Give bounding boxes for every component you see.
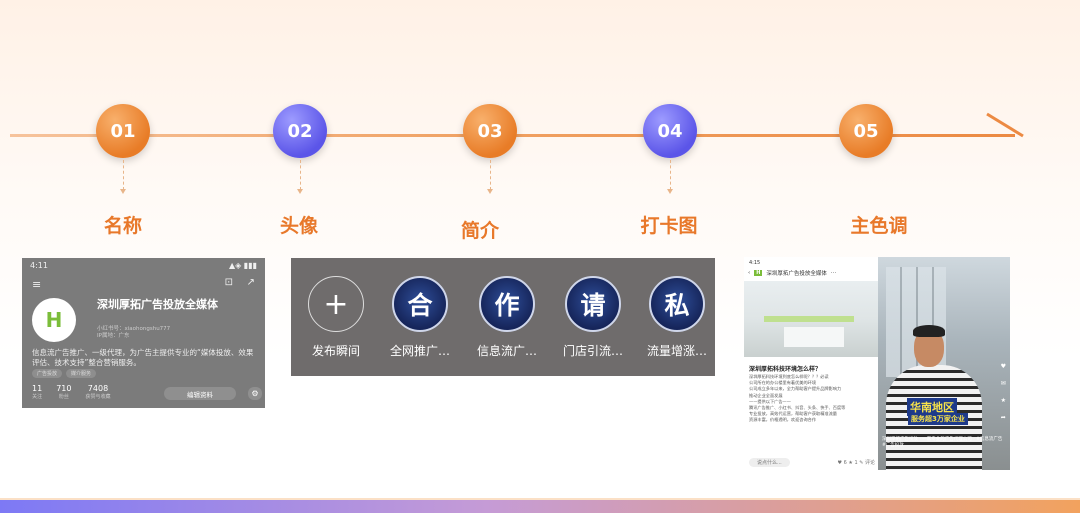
status-icons: ▲◈ ▮▮▮ xyxy=(228,261,257,270)
share-icon[interactable]: ➦ xyxy=(1000,414,1006,421)
article-footer: 说点什么... ♥ 6 ★ 1 ✎ 评论 xyxy=(749,458,875,467)
highlight-item[interactable]: 合 全网推广… xyxy=(380,276,460,359)
highlight-avatar: 合 xyxy=(392,276,448,332)
article-title: 深圳厚拓科技环境怎么样？ xyxy=(749,366,822,373)
step-05-circle: 05 xyxy=(839,104,893,158)
step-02-label: 头像 xyxy=(279,215,318,237)
brand-color-video-screenshot: 华南地区 服务超3万家企业 ♥ ✉ ★ ➦ 深圳厚拓广告投放 · 一家专业的广告… xyxy=(878,257,1010,470)
settings-icon[interactable]: ⚙ xyxy=(248,387,262,400)
back-icon[interactable]: ‹ xyxy=(748,270,751,276)
footer-gradient-bar xyxy=(0,498,1080,513)
like-icon[interactable]: ♥ xyxy=(1000,363,1006,370)
office-photo xyxy=(744,281,878,357)
highlight-publish[interactable]: + 发布瞬间 xyxy=(296,276,376,359)
profile-tags: 广告投放 媒介服务 xyxy=(32,369,97,378)
profile-stats: 11 关注 710 粉丝 7408 获赞与收藏 xyxy=(32,384,110,400)
step-05-label: 主色调 xyxy=(850,215,908,237)
step-04-circle: 04 xyxy=(643,104,697,158)
stat-num: 710 xyxy=(56,384,72,393)
step-03-circle: 03 xyxy=(463,104,517,158)
comment-icon[interactable]: ✉ xyxy=(1000,380,1006,387)
video-caption-main: 华南地区 xyxy=(907,398,957,416)
share-icon[interactable]: ↗ xyxy=(246,277,255,288)
video-side-actions: ♥ ✉ ★ ➦ xyxy=(1001,363,1006,421)
article-body: 深圳厚拓科技环境到底怎么样呢？？？必读 公司所在的办公楼里有着优美的环境 公司成… xyxy=(749,374,846,423)
step-03-connector xyxy=(487,160,493,194)
step-02-connector xyxy=(297,160,303,194)
stat-label: 获赞与收藏 xyxy=(85,394,111,400)
video-caption-sub: 服务超3万家企业 xyxy=(908,413,968,425)
highlight-label: 信息流广… xyxy=(476,344,537,358)
highlight-label: 流量增涨… xyxy=(646,344,707,358)
checkin-article-screenshot: 4:15 ‹ H 深圳厚拓广告投放全媒体 ⋯ 深圳厚拓科技环境怎么样？ 深圳厚拓… xyxy=(744,257,878,470)
profile-tag[interactable]: 媒介服务 xyxy=(66,369,97,378)
avatar-highlights-panel: + 发布瞬间 合 全网推广… 作 信息流广… 请 门店引流… 私 流量增涨… xyxy=(291,258,715,376)
step-02-circle: 02 xyxy=(273,104,327,158)
status-bar: 4:11 ▲◈ ▮▮▮ xyxy=(30,261,257,270)
author-logo[interactable]: H xyxy=(754,270,763,276)
photo-detail xyxy=(784,327,844,347)
photo-detail xyxy=(764,316,854,322)
author-name[interactable]: 深圳厚拓广告投放全媒体 xyxy=(766,271,827,277)
favorite-icon[interactable]: ★ xyxy=(1000,397,1006,404)
scan-icon[interactable]: ⊡ xyxy=(224,277,233,288)
profile-tag[interactable]: 广告投放 xyxy=(32,369,63,378)
menu-icon[interactable]: ≡ xyxy=(32,278,42,291)
highlight-label: 全网推广… xyxy=(389,344,450,358)
status-bar: 4:15 xyxy=(749,260,873,266)
step-04-label: 打卡图 xyxy=(640,215,698,237)
video-description: 深圳厚拓广告投放 · 一家专业的广告代理公司 · #信息流广告 #广告投放 xyxy=(882,437,1003,448)
stat-label: 关注 xyxy=(32,394,43,400)
profile-location: IP属地：广东 xyxy=(97,333,130,339)
highlight-label: 发布瞬间 xyxy=(311,344,360,358)
highlight-item[interactable]: 私 流量增涨… xyxy=(637,276,715,359)
highlight-avatar: 请 xyxy=(565,276,621,332)
article-actions[interactable]: ♥ 6 ★ 1 ✎ 评论 xyxy=(837,460,875,466)
step-03-label: 简介 xyxy=(460,220,499,242)
profile-avatar[interactable]: H xyxy=(32,298,76,342)
profile-name: 深圳厚拓广告投放全媒体 xyxy=(97,298,218,311)
step-04-connector xyxy=(667,160,673,194)
profile-meta: 小红书号：xiaohongshu777 IP属地：广东 xyxy=(97,326,170,340)
step-01-label: 名称 xyxy=(103,215,142,237)
status-time: 4:11 xyxy=(30,261,48,270)
highlight-avatar: 私 xyxy=(649,276,705,332)
stat-num: 11 xyxy=(32,384,43,393)
step-01-connector xyxy=(120,160,126,194)
highlight-avatar: 作 xyxy=(479,276,535,332)
highlight-item[interactable]: 请 门店引流… xyxy=(553,276,633,359)
profile-screenshot: 4:11 ▲◈ ▮▮▮ ≡ ⊡ ↗ H 深圳厚拓广告投放全媒体 小红书号：xia… xyxy=(22,258,265,408)
stat-num: 7408 xyxy=(87,384,109,393)
stat-label: 粉丝 xyxy=(58,394,69,400)
stat-following[interactable]: 11 关注 xyxy=(32,384,42,400)
highlight-item[interactable]: 作 信息流广… xyxy=(467,276,547,359)
plus-icon: + xyxy=(308,276,364,332)
timeline-arrow-icon xyxy=(986,112,1024,138)
highlight-label: 门店引流… xyxy=(562,344,623,358)
comment-input[interactable]: 说点什么... xyxy=(749,458,790,467)
edit-profile-button[interactable]: 编辑资料 xyxy=(164,387,236,400)
stat-followers[interactable]: 710 粉丝 xyxy=(56,384,71,400)
article-header: ‹ H 深圳厚拓广告投放全媒体 ⋯ xyxy=(748,269,874,277)
status-time: 4:15 xyxy=(749,260,761,266)
step-01-circle: 01 xyxy=(96,104,150,158)
person-hair xyxy=(913,325,945,337)
stat-likes[interactable]: 7408 获赞与收藏 xyxy=(85,384,110,400)
profile-description: 信息流广告推广、一级代理，为广告主提供专业的“媒体投放、效果评估、技术支持”整合… xyxy=(32,348,254,367)
profile-id: 小红书号：xiaohongshu777 xyxy=(97,326,171,332)
more-icon[interactable]: ⋯ xyxy=(830,270,837,276)
